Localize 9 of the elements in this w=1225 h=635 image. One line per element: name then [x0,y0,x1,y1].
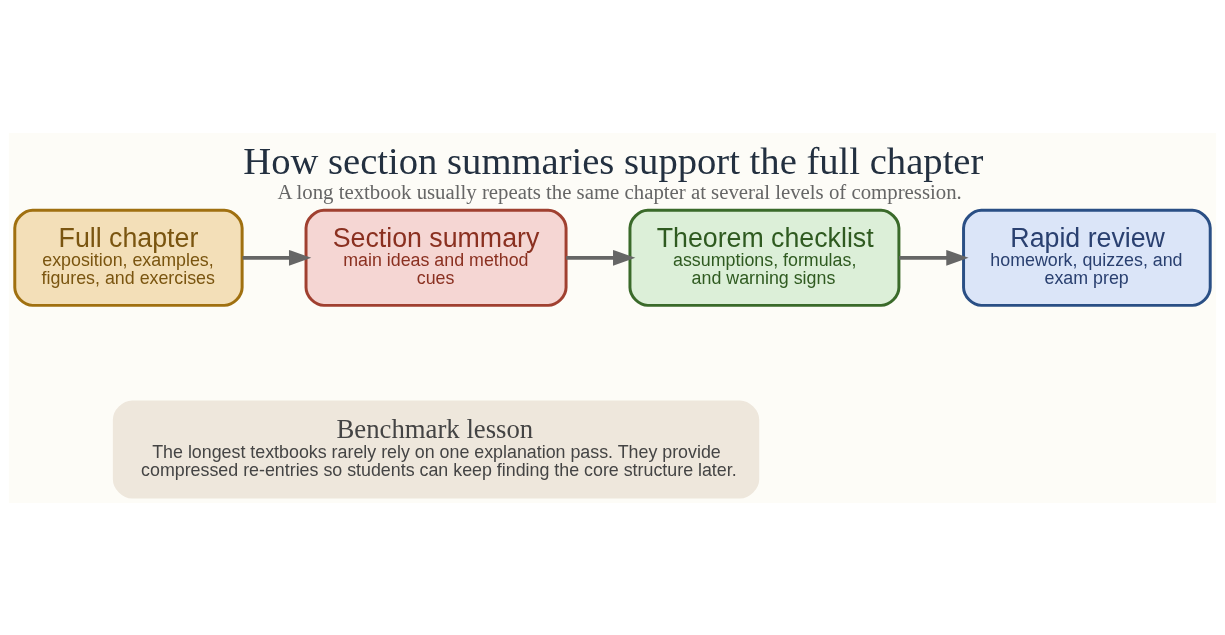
arrow [566,249,636,266]
node-box: Benchmark lesson The longest textbooks rarely rely on one explanation pass. They provide compressed re-entries so students can keep finding the core structure later. [112,399,760,499]
node-box: Rapid review homework, quizzes, and exam prep [962,208,1212,307]
node-box: Theorem checklist assumptions, formulas, and warning signs [628,208,901,307]
arrow [899,249,969,266]
arrow [242,249,312,266]
diagram-title: How section summaries support the full chapter [243,139,984,182]
node-box: Full chapter exposition, examples, figures, and exercises [13,208,244,307]
node-box: Section summary main ideas and method cues [304,208,568,307]
